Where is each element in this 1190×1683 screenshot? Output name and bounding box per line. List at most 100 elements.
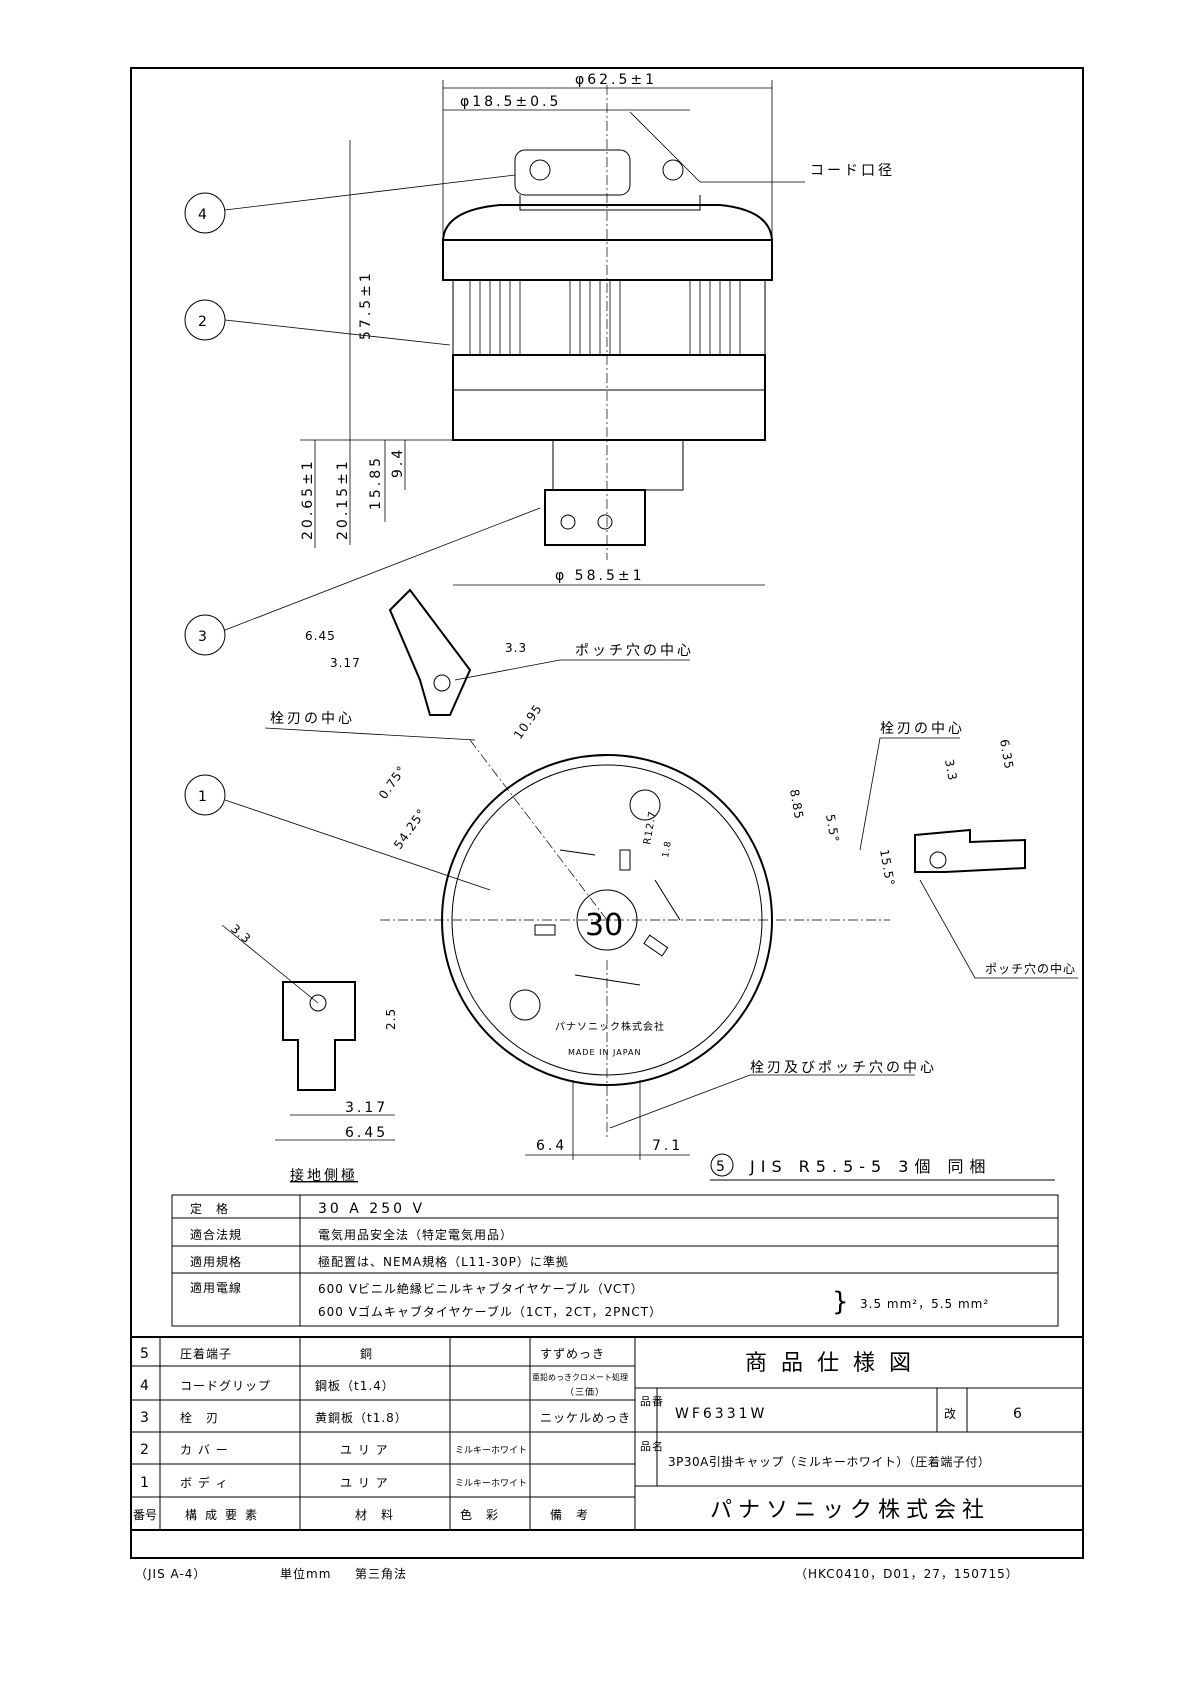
spec-3-v2-text: 600 Vゴムキャブタイヤケーブル（1CT，2CT，2PNCT） [318,1304,662,1319]
footer-code-text: （HKC0410，D01，27，150715） [795,1567,1019,1581]
labels-blade_center-text: 栓刃の中心 [270,711,355,727]
parts-4-name-text: ボ デ ィ [180,1475,229,1490]
labels-blade_pot-text: 栓刃及びポッチ穴の中心 [750,1060,937,1076]
dims-h94-text: 9.4 [390,447,406,478]
title-rev-text: 6 [1013,1406,1025,1422]
labels-made-text: MADE IN JAPAN [568,1048,641,1057]
parts-1-note2-text: （三価） [565,1386,605,1398]
callouts-1-text: 2 [198,314,210,330]
parts-0-name-text: 圧着端子 [180,1346,232,1361]
title-hinban-text: WF6331W [675,1406,767,1422]
title-hinban_label-text: 品番 [640,1395,664,1408]
dims-b55-text: 5.5° [823,813,842,844]
labels-pothole-text: ポッチ穴の中心 [575,643,694,659]
parts_header-note-text: 備 考 [550,1507,589,1522]
dims-d625-text: φ62.5±1 [575,72,657,88]
parts-2-mat-text: 黄銅板（t1.8） [315,1411,408,1425]
note5-num-text: 5 [716,1159,728,1175]
callouts-0-text: 1 [198,789,210,805]
spec-0-k-text: 定 格 [190,1201,229,1216]
labels-maker_mark-text: パナソニック株式会社 [555,1020,665,1033]
dims-a33-text: 3.3 [505,641,527,655]
parts-3-name-text: カ バ ー [180,1443,229,1457]
dims-c645-text: 6.45 [345,1125,388,1141]
dims-e64-text: 6.4 [536,1138,567,1154]
parts_header-name-text: 構成要素 [185,1508,265,1522]
labels-pothole2-text: ポッチ穴の中心 [985,961,1076,976]
footer-paper-text: （JIS A-4） [135,1567,206,1581]
dims-d585-text: φ 58.5±1 [555,568,645,584]
callouts-3-text: 4 [198,207,210,223]
dims-d185-text: φ18.5±0.5 [460,94,561,110]
dims-b155-text: 15.5° [877,848,897,888]
spec-3-v-text: 600 Vビニル絶縁ビニルキャブタイヤケーブル（VCT） [318,1281,644,1296]
title-block: 商品仕様図 品番 WF6331W 改 6 品名 3P30A引掛キャップ（ミルキー… [635,1351,1083,1523]
note5-text-text: JIS R5.5-5 3個 同梱 [749,1157,992,1176]
dims-b635-text: 6.35 [997,738,1016,771]
parts_header-color-text: 色 彩 [460,1508,499,1522]
dims-h575-text: 57.5±1 [358,270,374,340]
parts-1-note-text: 亜鉛めっきクロメート処理 [532,1372,628,1382]
parts-1-name-text: コードグリップ [180,1379,271,1393]
title-rev_label-text: 改 [944,1407,957,1421]
labels-cord-text: コード口径 [810,163,895,179]
dims-a645-text: 6.45 [305,629,336,643]
parts-0-no-text: 5 [140,1346,152,1362]
parts-4-no-text: 1 [140,1475,152,1491]
footer-proj-text: 第三角法 [355,1567,407,1581]
spec-2-k-text: 適用規格 [190,1254,242,1269]
title-hinmei-text: 3P30A引掛キャップ（ミルキーホワイト）（圧着端子付） [668,1454,990,1469]
footer: （JIS A-4） 単位mm 第三角法 （HKC0410，D01，27，1507… [135,1566,1019,1581]
parts-3-color-text: ミルキーホワイト [455,1445,527,1456]
dims-e71-text: 7.1 [652,1138,683,1154]
parts-4-mat-text: ユ リ ア [340,1476,389,1490]
parts-1-mat-text: 鋼板（t1.4） [315,1379,395,1393]
note-5: 5 JIS R5.5-5 3個 同梱 [710,1153,1055,1181]
title-company-text: パナソニック株式会社 [710,1498,990,1523]
dims-b885-text: 8.85 [787,788,806,821]
parts-3-mat-text: ユ リ ア [340,1443,389,1457]
labels-blade_center2-text: 栓刃の中心 [880,721,965,737]
parts-table [131,1336,1083,1531]
ground-blade-detail: 3.3 3.17 6.45 接地側極 [221,922,395,1184]
dims-a5425-text: 54.25° [391,806,429,852]
labels-face-text: 30 [585,908,623,943]
spec-3-k-text: 適用電線 [190,1280,242,1295]
svg-text:}: } [832,1287,852,1317]
callouts: 4 2 3 1 [184,174,541,891]
parts-0-note-text: すずめっき [540,1347,605,1361]
drawing-border [130,67,1084,1559]
parts-4-color-text: ミルキーホワイト [455,1478,527,1489]
parts-2-note-text: ニッケルめっき [540,1411,631,1425]
labels-ground-text: 接地側極 [290,1167,358,1184]
blade-detail-right: 栓刃の中心 3.3 6.35 ポッチ穴の中心 [859,721,1078,979]
dims-a317-text: 3.17 [330,656,361,670]
bottom-dims: 6.4 7.1 栓刃及びポッチ穴の中心 [525,1060,937,1160]
dims-h2065-text: 20.65±1 [300,458,316,540]
spec-0-v-text: 30 A 250 V [318,1201,425,1217]
spec-1-k-text: 適合法規 [190,1227,242,1242]
dims-r127-text: R12.7 [642,810,659,846]
callouts-2-text: 3 [198,629,210,645]
spec-1-v-text: 電気用品安全法（特定電気用品） [318,1227,513,1242]
dims-h2015-text: 20.15±1 [335,458,351,540]
spec-table: 定 格 30 A 250 V 適合法規 電気用品安全法（特定電気用品） 適用規格 極配… [171,1194,1059,1327]
dims-a075-text: 0.75° [376,763,409,802]
parts-0-mat-text: 銅 [360,1347,373,1361]
dims-r18-text: 1.8 [661,840,674,859]
dims-c25-text: 2.5 [384,1008,398,1030]
parts-2-name-text: 栓 刃 [180,1410,219,1425]
dims-c317-text: 3.17 [345,1100,388,1116]
side-dimensions: φ62.5±1 φ18.5±0.5 57.5±1 20.65±1 20.15±1… [300,72,895,586]
parts_header-no-text: 番号 [133,1508,157,1522]
spec-2-v-text: 極配置は、NEMA規格（L11-30P）に準拠 [318,1254,569,1269]
title-hinmei_label-text: 品名 [640,1439,664,1453]
dims-h1585-text: 15.85 [368,455,384,510]
plug-side-view [441,85,774,560]
parts-3-no-text: 2 [140,1442,152,1458]
dims-a1095-text: 10.95 [511,701,545,741]
dims-b33-text: 3.3 [942,758,960,782]
footer-unit-text: 単位mm [280,1566,331,1581]
